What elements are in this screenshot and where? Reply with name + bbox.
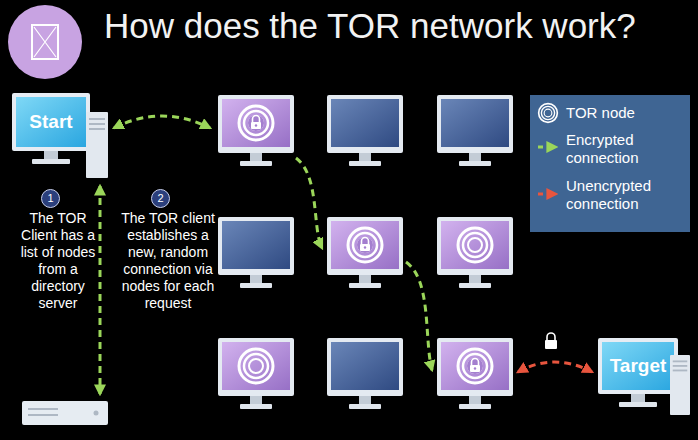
node-label: Target — [610, 355, 667, 377]
step-text: The TOR Client has a list of nodes from … — [20, 210, 96, 312]
step-text: The TOR client establishes a new, random… — [116, 210, 220, 312]
callout-number: 2 — [151, 189, 170, 208]
title: How does the TOR network work? — [104, 6, 636, 46]
start-computer: Start — [16, 97, 86, 147]
legend-text: Encrypted connection — [566, 131, 684, 167]
node-label: Start — [29, 111, 72, 133]
legend-text: TOR node — [566, 104, 684, 122]
legend-text: Unencrypted connection — [566, 177, 684, 213]
callout-number: 1 — [41, 189, 60, 208]
target-computer: Target — [602, 342, 674, 390]
